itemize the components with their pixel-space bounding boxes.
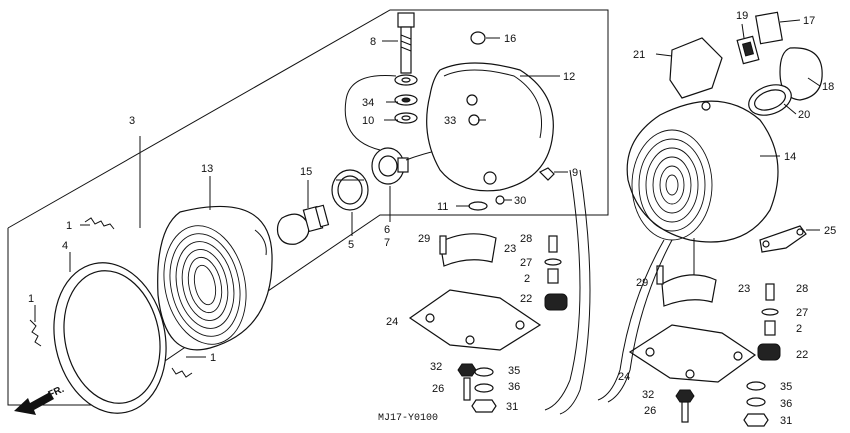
callout-36: 36: [508, 381, 520, 393]
callout-26: 26: [432, 383, 444, 395]
callout-20: 20: [798, 109, 810, 121]
callout-6: 6: [384, 224, 390, 236]
callout-16: 16: [504, 33, 516, 45]
callout-5: 5: [348, 239, 354, 251]
mounting-bolt: [397, 12, 415, 74]
callout-22: 22: [796, 349, 808, 361]
callout-21: 21: [633, 49, 645, 61]
right-headlight: [626, 100, 779, 276]
callout-34: 34: [362, 97, 374, 109]
callout-36: 36: [780, 398, 792, 410]
callout-1: 1: [66, 220, 72, 232]
headlight-wires: [544, 169, 673, 415]
callout-11: 11: [437, 201, 448, 213]
callout-18: 18: [822, 81, 834, 93]
callout-labels: 1 1 1 2 2 3 4 5 6 7 8 9 10 11 12 13 14 1…: [28, 10, 836, 427]
callout-32: 32: [430, 361, 442, 373]
callout-9: 9: [572, 167, 578, 179]
callout-31: 31: [780, 415, 792, 427]
callout-17: 17: [803, 15, 815, 27]
callout-15: 15: [300, 166, 312, 178]
callout-13: 13: [201, 163, 213, 175]
callout-12: 12: [563, 71, 575, 83]
callout-31: 31: [506, 401, 518, 413]
callout-28: 28: [796, 283, 808, 295]
arrow-icon: [14, 392, 54, 415]
callout-14: 14: [784, 151, 796, 163]
callout-24: 24: [386, 316, 398, 328]
headlight-case: [426, 31, 554, 192]
headlight-lens-unit: [157, 205, 273, 351]
callout-26: 26: [644, 405, 656, 417]
callout-23: 23: [504, 243, 516, 255]
callout-24: 24: [618, 371, 630, 383]
right-bracket: [759, 225, 807, 253]
callout-23: 23: [738, 283, 750, 295]
callout-2: 2: [524, 273, 530, 285]
callout-25: 25: [824, 225, 836, 237]
callout-27: 27: [796, 307, 808, 319]
callout-19: 19: [736, 10, 748, 22]
callout-27: 27: [520, 257, 532, 269]
callout-33: 33: [444, 115, 456, 127]
right-mount: [628, 265, 781, 383]
callout-7: 7: [384, 237, 390, 249]
headlight-rim: [53, 262, 167, 414]
leader-lines: [34, 19, 821, 358]
socket-cover: [371, 147, 409, 185]
callout-29: 29: [418, 233, 430, 245]
washer-stack: [394, 74, 418, 124]
lower-fasteners: [457, 363, 769, 427]
spring-clips: [29, 217, 193, 378]
front-label: FR.: [47, 384, 66, 401]
callout-2: 2: [796, 323, 802, 335]
callout-22: 22: [520, 293, 532, 305]
callout-29: 29: [636, 277, 648, 289]
callout-35: 35: [508, 365, 520, 377]
center-mount: [408, 233, 568, 351]
callout-3: 3: [129, 115, 135, 127]
connector-assembly: [669, 11, 823, 116]
callout-10: 10: [362, 115, 374, 127]
callout-28: 28: [520, 233, 532, 245]
headlight-bulb: [276, 204, 330, 245]
bulb-socket: [331, 169, 369, 211]
front-direction-arrow: FR.: [14, 384, 66, 415]
callout-1: 1: [28, 293, 34, 305]
case-screws: [468, 167, 555, 211]
callout-4: 4: [62, 240, 68, 252]
callout-8: 8: [370, 36, 376, 48]
diagram-code: MJ17-Y0100: [378, 413, 438, 424]
callout-32: 32: [642, 389, 654, 401]
callout-30: 30: [514, 195, 526, 207]
callout-1: 1: [210, 352, 216, 364]
callout-35: 35: [780, 381, 792, 393]
